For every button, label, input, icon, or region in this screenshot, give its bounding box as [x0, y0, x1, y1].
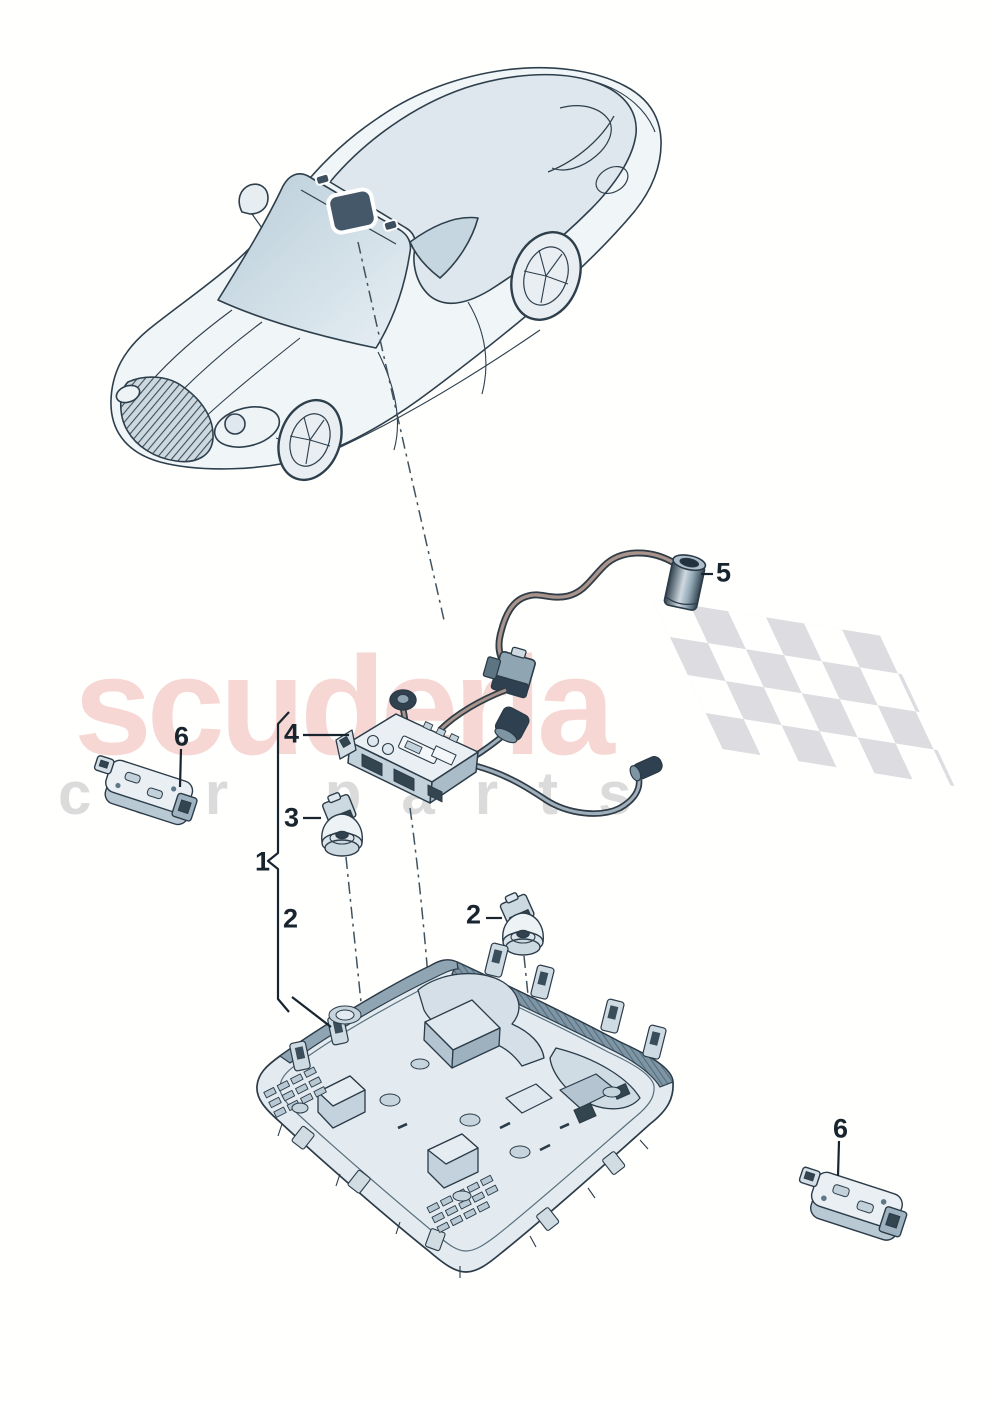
front-wheel — [277, 398, 343, 482]
car-illustration — [110, 66, 662, 482]
callout-5: 5 — [715, 557, 731, 588]
roof-console-housing — [256, 942, 674, 1278]
bracket-part-1 — [266, 711, 290, 1013]
sensor-part-3 — [321, 792, 363, 857]
microphone-connector — [482, 646, 536, 699]
microphone-part-5 — [482, 549, 707, 699]
reading-lamp-part-6-right — [798, 1166, 908, 1241]
callout-1: 1 — [254, 846, 270, 877]
callout-6-right: 6 — [832, 1113, 848, 1144]
roof-console-location-marker — [314, 172, 399, 235]
callout-4: 4 — [283, 718, 299, 749]
callout-2-right: 2 — [465, 899, 481, 930]
callout-leader-lines — [178, 572, 841, 1177]
reading-lamp-part-6-left — [93, 755, 198, 826]
rear-wheel — [510, 231, 582, 321]
callout-2: 2 — [282, 903, 298, 934]
control-module-part-4 — [335, 686, 663, 817]
sensor-part-2 — [499, 892, 544, 956]
callout-6-left: 6 — [173, 721, 189, 752]
callout-3: 3 — [283, 802, 299, 833]
